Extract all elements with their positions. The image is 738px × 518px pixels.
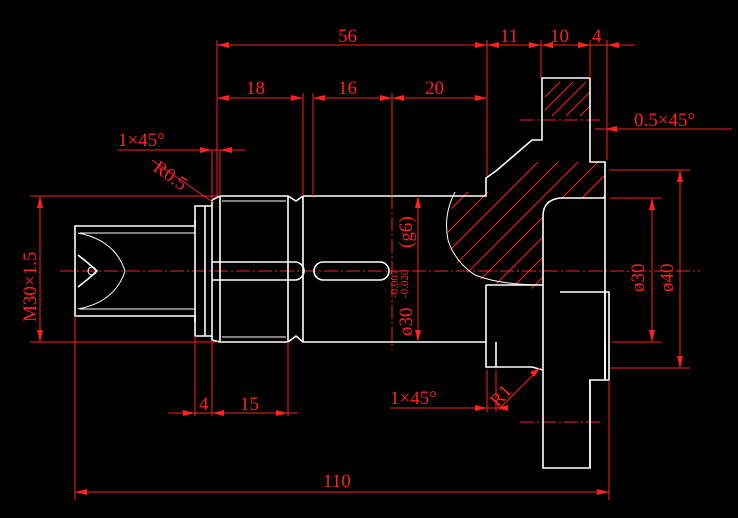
dimension-lines xyxy=(75,42,732,495)
vertical-dimensions xyxy=(37,170,683,368)
center-drill-curve xyxy=(77,232,126,310)
fit-g6-label: (g6) xyxy=(396,216,417,248)
flange-top-hatching xyxy=(544,81,591,117)
radius-one-label: R1 xyxy=(486,381,516,412)
dim-16-label: 16 xyxy=(338,78,357,99)
tolerance-lower-label: -0.020 xyxy=(399,269,411,298)
dim-18-label: 18 xyxy=(246,78,265,99)
body-outline xyxy=(220,77,606,202)
tolerance-upper-label: -0.007 xyxy=(389,269,401,298)
break-line xyxy=(446,191,544,286)
dia-40-label: ø40 xyxy=(657,264,678,293)
dim-10-label: 10 xyxy=(550,26,569,47)
thread-label: M30×1.5 xyxy=(20,252,41,322)
keyway-right xyxy=(313,261,390,281)
dim-11-label: 11 xyxy=(500,26,518,47)
keyway-left xyxy=(212,261,305,281)
extension-lines xyxy=(30,40,690,500)
center-drill-tip xyxy=(77,254,99,288)
dia-30-label: ø30 xyxy=(628,264,649,293)
dia-30g6-label: ø30 xyxy=(396,308,417,337)
dim-56-label: 56 xyxy=(338,26,357,47)
dim-20-label: 20 xyxy=(425,78,444,99)
chamfer-left-label: 1×45° xyxy=(118,130,165,151)
bore-outline xyxy=(542,197,606,469)
chamfer-flange-label: 0.5×45° xyxy=(634,110,695,131)
shaft-outline xyxy=(74,77,610,469)
dim-4-top-label: 4 xyxy=(592,26,602,47)
overall-length-label: 110 xyxy=(323,471,351,492)
dim-15-label: 15 xyxy=(240,394,259,415)
centre-lines xyxy=(60,119,700,423)
dim-4-bottom-label: 4 xyxy=(199,394,209,415)
chamfer-right-label: 1×45° xyxy=(390,388,437,409)
